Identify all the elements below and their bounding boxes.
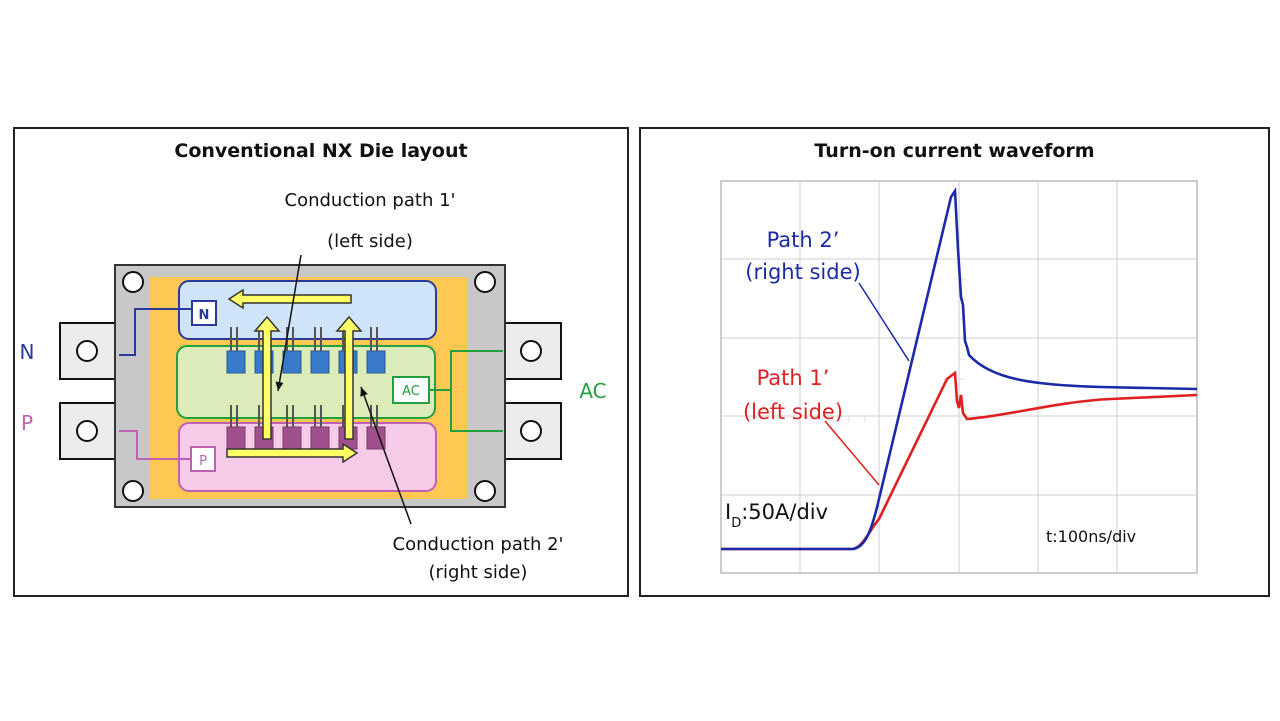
path2-label-line2: (right side) (745, 260, 860, 284)
pad-ac (392, 376, 430, 404)
path2-leader (858, 282, 910, 362)
current-scale-subscript: D (731, 516, 741, 531)
callout1-leader (275, 254, 302, 392)
terminal-n-label: N (20, 340, 35, 364)
callout2-leader (360, 386, 412, 525)
waveform-plot: Path 2’ (right side) Path 1’ (left side)… (720, 180, 1198, 574)
die-layout-diagram: N P AC Conduction path 1' (left side) Co… (20, 190, 607, 583)
conduction-path-arrows (226, 288, 363, 464)
terminal-ac-label: AC (579, 379, 606, 403)
plot-grid (721, 181, 1197, 573)
die-layout-title: Conventional NX Die layout (174, 140, 468, 162)
n-plate (178, 280, 437, 340)
pad-ac-label: AC (402, 384, 420, 399)
ac-lead-lower (450, 390, 503, 432)
path2-waveform (721, 187, 1198, 551)
path2-label-line1: Path 2’ (767, 228, 840, 252)
n-lead (119, 308, 192, 356)
time-scale-label: t:100ns/div (1046, 527, 1136, 546)
callout1-line1: Conduction path 1' (285, 190, 456, 211)
path1-label-line1: Path 1’ (757, 366, 830, 390)
path1-leader (824, 420, 880, 486)
pad-p-label: P (199, 454, 207, 469)
pad-n-label: N (199, 308, 210, 323)
callout1-line2: (left side) (327, 231, 413, 252)
p-lead (119, 430, 191, 460)
waveform-panel: Turn-on current waveform Pa (639, 127, 1270, 597)
die-layout-panel: Conventional NX Die layout (13, 127, 629, 597)
callout2-line1: Conduction path 2' (393, 534, 564, 555)
path1-label-line2: (left side) (743, 400, 843, 424)
pad-n (191, 300, 217, 326)
callout2-line2: (right side) (429, 562, 528, 583)
waveform-title: Turn-on current waveform (814, 140, 1095, 162)
current-scale-value: :50A/div (741, 500, 828, 524)
terminal-p-label: P (21, 411, 33, 435)
ac-lead-upper (429, 350, 503, 391)
